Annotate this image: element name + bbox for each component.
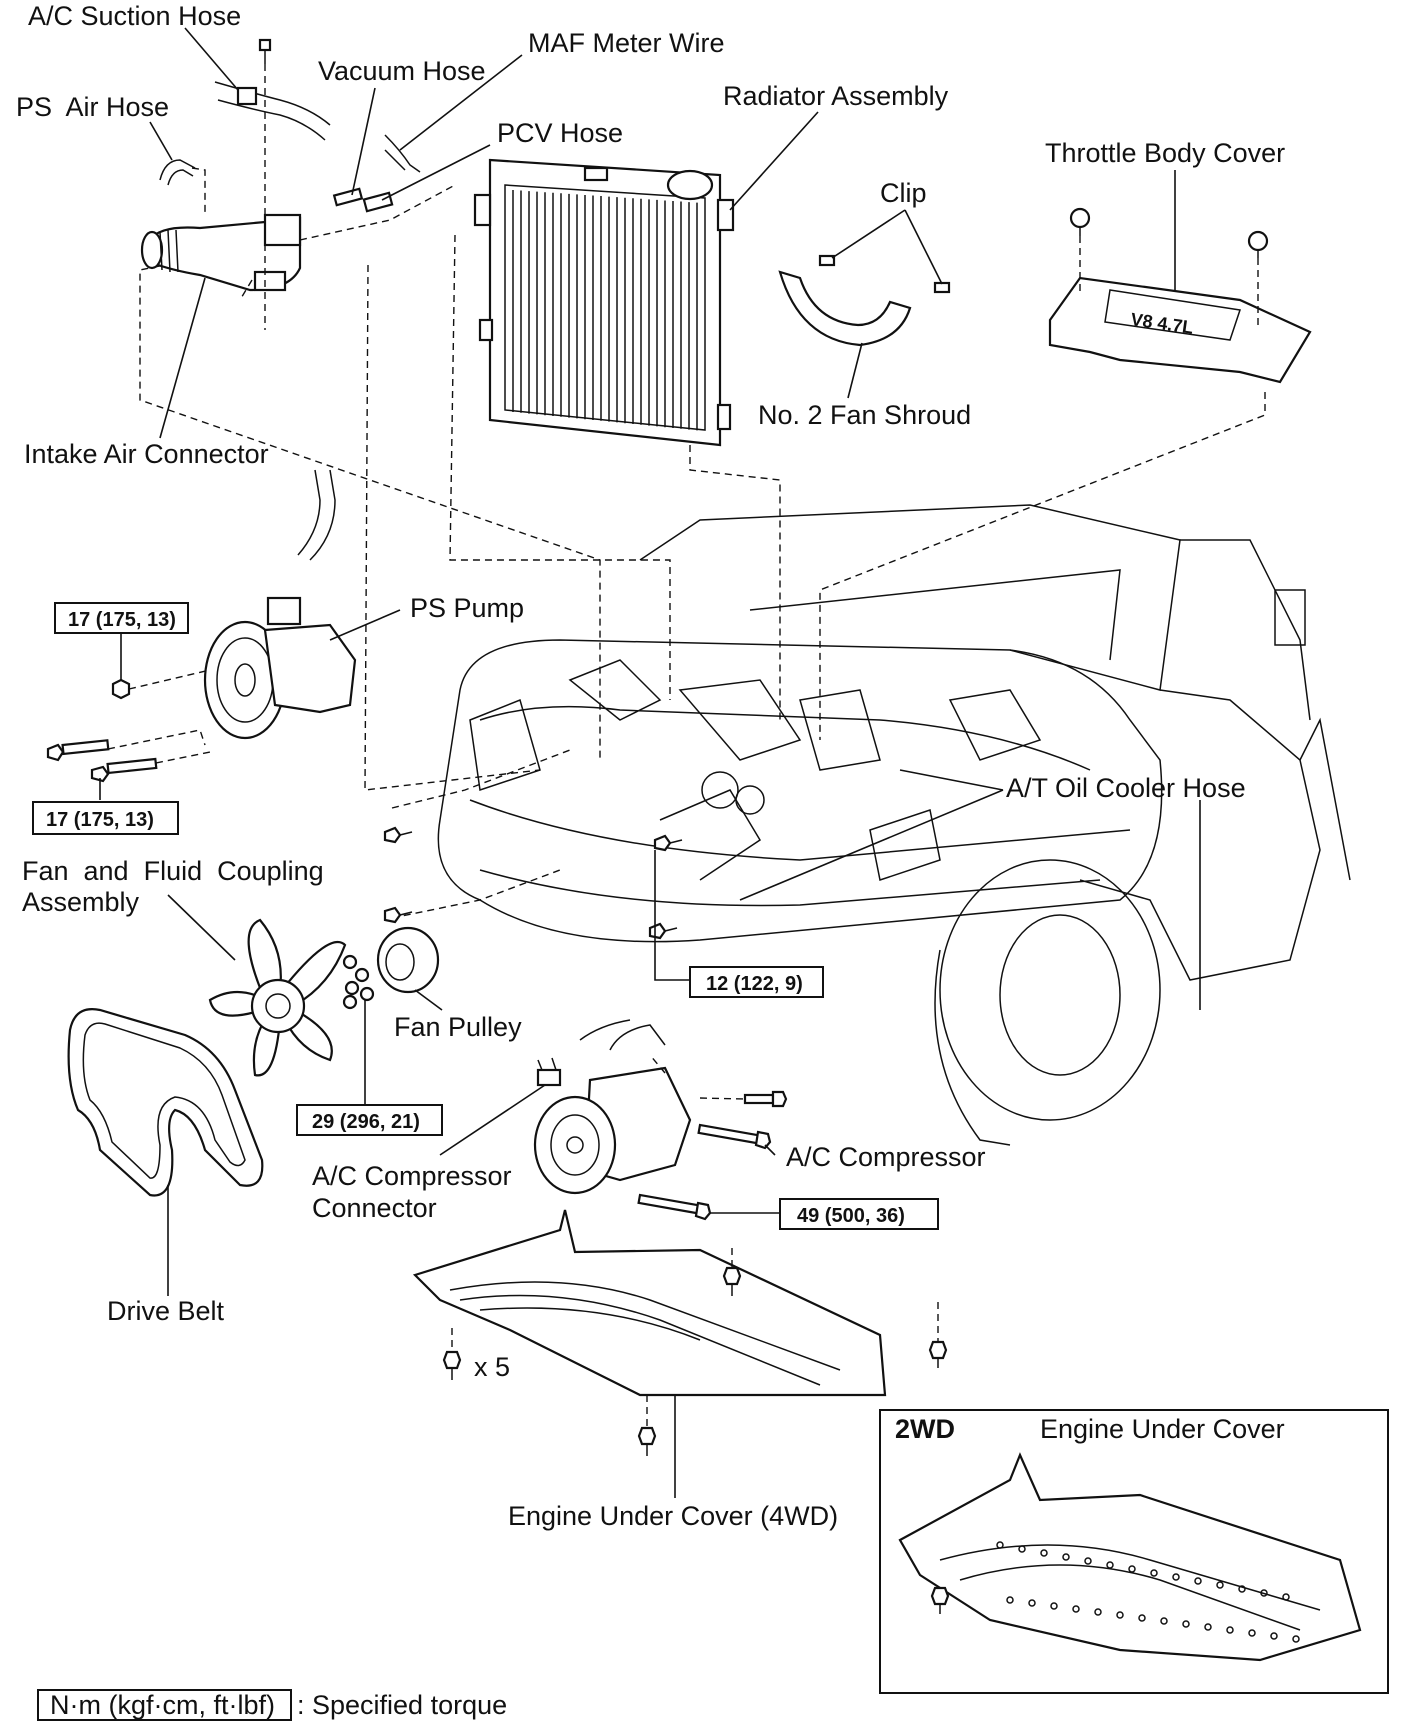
nut-icon [342, 994, 358, 1010]
drive-belt [67, 1008, 264, 1197]
ps-pump [203, 469, 357, 740]
svg-text:49 (500, 36): 49 (500, 36) [797, 1205, 905, 1227]
label-ac-suction-hose: A/C Suction Hose [28, 1, 241, 31]
label-ac-compressor: A/C Compressor [786, 1142, 986, 1172]
label-pcv-hose: PCV Hose [497, 118, 623, 148]
bolt-icon [930, 1586, 950, 1614]
torque-spec-compressor-bolt: 49 (500, 36) [779, 1198, 939, 1230]
intake-air-connector [140, 213, 302, 292]
ps-air-hose [159, 159, 196, 186]
bolt-icon [258, 38, 272, 64]
leader-lines [99, 27, 1229, 1570]
label-fan-coupling-line2: Assembly [22, 887, 140, 917]
inset-2wd [879, 1409, 1389, 1694]
torque-legend: N·m (kgf·cm, ft·lbf) : Specified torque [37, 1689, 507, 1721]
bolt-icon [722, 1266, 742, 1296]
bolt-icon [697, 1123, 772, 1150]
nut-icon [1247, 230, 1269, 258]
label-ac-compressor-connector-line1: A/C Compressor [312, 1161, 512, 1191]
bolt-icon [90, 757, 158, 783]
label-fan-coupling-line1: Fan and Fluid Coupling [22, 856, 324, 886]
part-labels: A/C Suction Hose MAF Meter Wire Vacuum H… [16, 1, 1285, 1531]
label-fan-pulley: Fan Pulley [394, 1012, 522, 1042]
nut-icon [359, 986, 375, 1002]
label-intake-air-connector: Intake Air Connector [24, 439, 269, 469]
no2-fan-shroud [778, 270, 912, 347]
clip-icon [933, 281, 951, 294]
svg-text:12 (122, 9): 12 (122, 9) [706, 973, 803, 995]
nut-icon [1069, 207, 1091, 236]
bolt-icon [928, 1340, 948, 1368]
bolt-icon [46, 739, 110, 762]
svg-text:17 (175, 13): 17 (175, 13) [46, 809, 154, 831]
torque-spec-fan-nuts: 29 (296, 21) [296, 1104, 443, 1136]
label-maf-meter-wire: MAF Meter Wire [528, 28, 725, 58]
bolt-icon [383, 826, 413, 844]
pcv-hose [362, 191, 394, 213]
torque-spec-oil-cooler-bolt: 12 (122, 9) [689, 966, 824, 998]
label-inset-engine-under-cover: Engine Under Cover [1040, 1414, 1285, 1444]
bolt-icon [383, 906, 413, 924]
label-no2-fan-shroud: No. 2 Fan Shroud [758, 400, 971, 430]
label-inset-variant: 2WD [895, 1414, 955, 1444]
ac-compressor [533, 1019, 692, 1195]
bolt-icon [653, 834, 683, 852]
torque-spec-ps-pump-bolt: 17 (175, 13) [32, 801, 179, 835]
clip-icon [818, 254, 836, 267]
installation-lines [107, 64, 1266, 1630]
label-clip: Clip [880, 178, 927, 208]
label-drive-belt: Drive Belt [107, 1296, 225, 1326]
vacuum-hose [332, 187, 364, 207]
nut-icon [111, 678, 131, 700]
label-ps-pump: PS Pump [410, 593, 524, 623]
label-ac-compressor-connector-line2: Connector [312, 1193, 437, 1223]
throttle-body-cover: V8 4.7L [1048, 276, 1312, 384]
label-bolt-count: x 5 [474, 1352, 510, 1382]
radiator-assembly [473, 158, 735, 447]
label-at-oil-cooler-hose: A/T Oil Cooler Hose [1006, 773, 1246, 803]
svg-text:29 (296, 21): 29 (296, 21) [312, 1111, 420, 1133]
bolt-icon [442, 1350, 462, 1380]
bolt-icon [637, 1426, 657, 1456]
bolt-icon [743, 1090, 788, 1108]
fan-pulley [376, 926, 440, 994]
nut-icon [342, 954, 358, 970]
svg-text:17 (175, 13): 17 (175, 13) [68, 609, 176, 631]
legend-text: : Specified torque [297, 1690, 507, 1720]
label-throttle-body-cover: Throttle Body Cover [1045, 138, 1285, 168]
label-ps-air-hose: PS Air Hose [16, 92, 169, 122]
fan-and-fluid-coupling-assembly [208, 918, 347, 1077]
label-radiator-assembly: Radiator Assembly [723, 81, 949, 111]
engine-under-cover-4wd [412, 1209, 887, 1397]
bolt-icon [637, 1193, 712, 1221]
label-vacuum-hose: Vacuum Hose [318, 56, 486, 86]
nut-icon [344, 980, 360, 996]
label-engine-under-cover-4wd: Engine Under Cover (4WD) [508, 1501, 838, 1531]
ac-compressor-connector [536, 1057, 562, 1087]
legend-unit: N·m (kgf·cm, ft·lbf) [50, 1690, 275, 1720]
maf-meter-wire [384, 134, 421, 173]
nut-icon [354, 967, 370, 983]
ac-suction-hose [214, 81, 331, 141]
torque-spec-ps-pump-nut: 17 (175, 13) [54, 602, 189, 634]
bolt-icon [648, 922, 678, 940]
vehicle-illustration [437, 504, 1351, 1146]
